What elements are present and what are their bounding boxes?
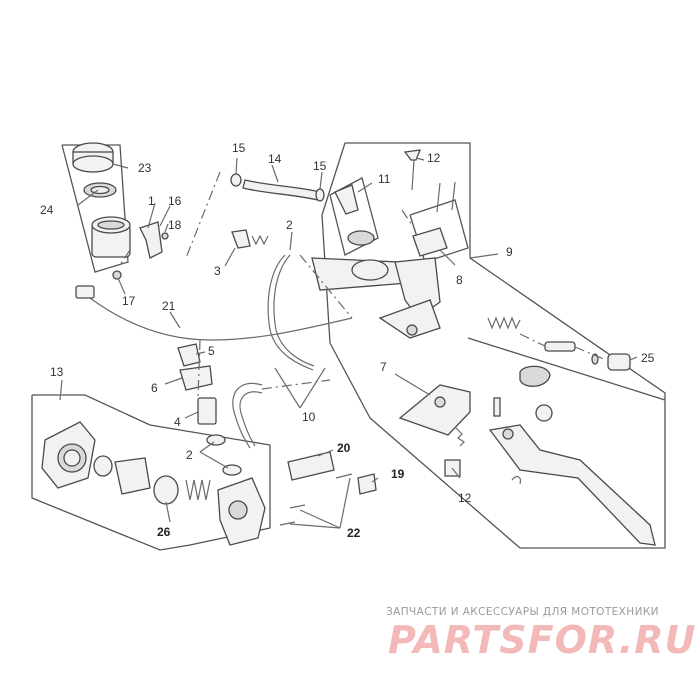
connector-21	[75, 285, 95, 299]
lever-bracket-7	[398, 384, 471, 436]
label-18: 18	[168, 218, 182, 232]
label-4: 4	[174, 415, 181, 429]
group-frame-11	[329, 177, 379, 256]
label-11: 11	[378, 172, 391, 186]
watermark-tagline: ЗАПЧАСТИ И АКСЕССУАРЫ ДЛЯ МОТОТЕХНИКИ	[386, 606, 659, 618]
clamp-15-right	[315, 188, 325, 202]
clamp-15-left	[230, 173, 242, 187]
reservoir-body	[91, 216, 131, 258]
watermark-logo: PARTSFOR.RU	[388, 618, 697, 662]
washer	[535, 404, 553, 422]
screw-22b	[289, 504, 306, 509]
brake-lever	[488, 424, 656, 546]
adapter-4	[197, 397, 217, 425]
label-22: 22	[347, 526, 361, 540]
label-16: 16	[168, 194, 182, 208]
label-25: 25	[641, 351, 655, 365]
pivot-25	[607, 353, 631, 371]
nut-17	[112, 270, 122, 280]
seal-11	[347, 230, 375, 246]
label-26: 26	[157, 525, 171, 539]
label-6: 6	[151, 381, 158, 395]
group-frame-13	[31, 394, 271, 551]
adjuster-knob	[519, 365, 551, 387]
label-5: 5	[208, 344, 215, 358]
group-frame-lever	[467, 337, 666, 401]
spring-26	[185, 479, 211, 501]
label-10: 10	[302, 410, 316, 424]
label-2-lower: 2	[186, 448, 193, 462]
reservoir-diaphragm	[83, 182, 117, 198]
reservoir-bracket	[139, 221, 163, 259]
banjo-bolt-3	[231, 229, 251, 249]
brake-pipe-10	[267, 254, 314, 371]
label-21: 21	[162, 299, 176, 313]
label-13: 13	[50, 365, 64, 379]
label-12-top: 12	[427, 151, 441, 165]
dust-boot	[114, 457, 151, 495]
screw-8b	[451, 181, 456, 211]
label-3: 3	[214, 264, 221, 278]
fitting-6	[179, 365, 213, 391]
leader-lines	[59, 157, 638, 529]
pin	[493, 397, 501, 417]
seal-ring	[93, 455, 113, 477]
cap-19	[357, 473, 377, 495]
clamp-8	[412, 227, 448, 257]
fitting-5	[177, 343, 201, 367]
dash-dot-lines	[119, 171, 607, 525]
caliper-body-13	[41, 421, 96, 489]
label-1: 1	[148, 194, 155, 208]
spring-small	[455, 427, 465, 447]
washer-2a	[206, 434, 226, 446]
label-7: 7	[380, 360, 387, 374]
label-15-right: 15	[313, 159, 327, 173]
label-17: 17	[122, 294, 136, 308]
banjo-fitting-11	[334, 184, 359, 215]
label-20: 20	[337, 441, 351, 455]
rod-20	[287, 451, 335, 481]
master-cylinder-body	[311, 257, 441, 339]
oring-26	[153, 475, 179, 505]
screw-22c	[279, 521, 296, 526]
hose-14	[242, 179, 321, 201]
piston	[544, 341, 576, 352]
label-23: 23	[138, 161, 152, 175]
screw-22a	[335, 473, 353, 479]
piston-spring	[487, 316, 521, 330]
reservoir-cap	[72, 142, 114, 173]
label-8: 8	[456, 273, 463, 287]
label-19: 19	[391, 467, 405, 481]
screw-8a	[436, 182, 441, 213]
spring-2	[251, 234, 269, 246]
cable-21	[89, 297, 353, 341]
label-14: 14	[268, 152, 282, 166]
label-15-left: 15	[232, 141, 246, 155]
label-12-bottom: 12	[458, 491, 472, 505]
label-9: 9	[506, 245, 513, 259]
label-2-upper: 2	[286, 218, 293, 232]
label-24: 24	[40, 203, 54, 217]
screw-18	[161, 232, 169, 240]
hose-10-lower	[232, 382, 263, 449]
